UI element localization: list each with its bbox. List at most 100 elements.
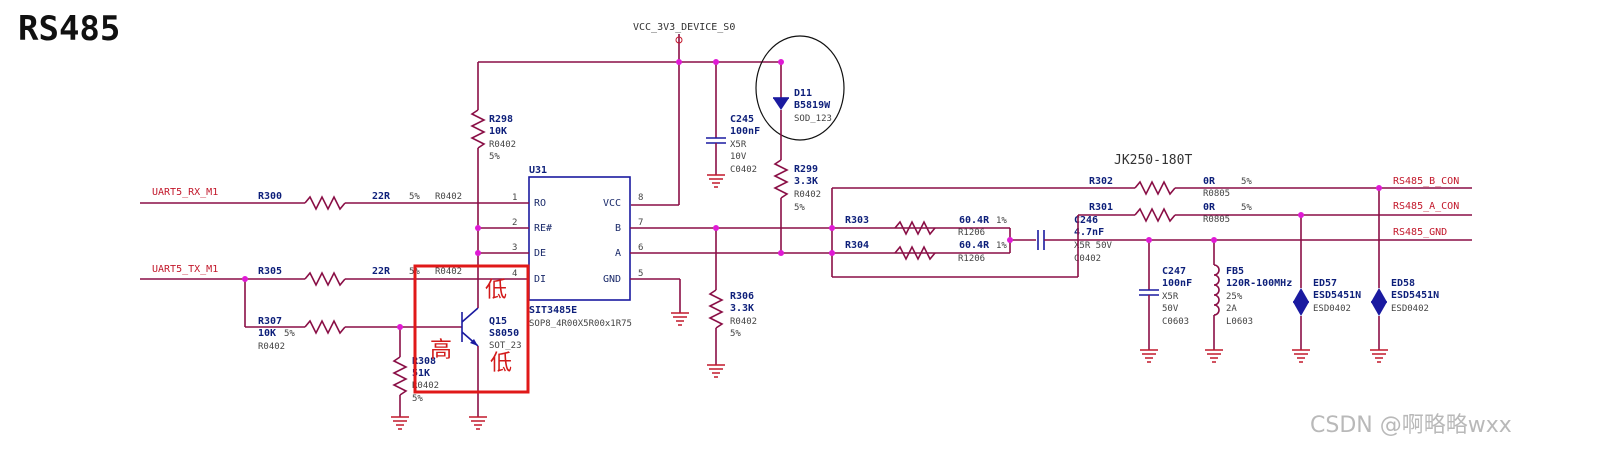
- resistor-r302: R302 0R 5% R0805: [1089, 176, 1472, 199]
- resistor-r307: R307 10K 5% R0402: [244, 279, 462, 352]
- value-label: S8050: [489, 328, 519, 339]
- tvs-ed58: ED58 ESD5451N ESD0402: [1371, 188, 1439, 350]
- pin-num: 6: [638, 243, 643, 253]
- pin-name: B: [615, 223, 621, 234]
- pin-num: 4: [512, 269, 517, 279]
- ref-label: R304: [845, 240, 869, 251]
- transistor-q15: Q15 S8050 SOT_23: [461, 253, 522, 417]
- ground-icon: [391, 174, 1388, 430]
- net-label-a-con: RS485_A_CON: [1393, 201, 1459, 212]
- ref-label: C246: [1074, 215, 1098, 226]
- resistor-r301: R301 0R 5% R0805: [1089, 202, 1472, 225]
- capacitor-c247: C247 100nF X5R 50V C0603: [1139, 240, 1192, 350]
- volt-label: 10V: [730, 152, 747, 162]
- value-label: 4.7nF: [1074, 227, 1104, 238]
- page-title: RS485: [18, 9, 120, 49]
- pkg-label: R0402: [435, 192, 462, 202]
- pkg-label: C0402: [730, 165, 757, 175]
- ref-label: R301: [1089, 202, 1113, 213]
- capacitor-c245: C245 100nF X5R 10V C0402: [706, 62, 760, 175]
- value-label: ESD5451N: [1391, 290, 1439, 301]
- pkg-label: R0402: [412, 381, 439, 391]
- value-label: 10K: [258, 328, 276, 339]
- ic-body: [528, 176, 631, 301]
- annotation-low-top: 低: [485, 278, 507, 303]
- pin-num: 2: [512, 218, 517, 228]
- tol-label: 25%: [1226, 292, 1243, 302]
- pkg-label: SOT_23: [489, 341, 522, 351]
- pkg-label: ESD0402: [1313, 304, 1351, 314]
- ref-label: R302: [1089, 176, 1113, 187]
- current-label: 2A: [1226, 304, 1237, 314]
- pkg-label: L0603: [1226, 317, 1253, 327]
- pkg-label: R0402: [258, 342, 285, 352]
- spec-label: X5R 50V: [1074, 241, 1113, 251]
- ref-label: D11: [794, 88, 812, 99]
- ref-label: C245: [730, 114, 754, 125]
- value-label: ESD5451N: [1313, 290, 1361, 301]
- tol-label: 5%: [284, 329, 295, 339]
- ref-label: R303: [845, 215, 869, 226]
- value-label: 22R: [372, 191, 391, 202]
- value-label: 10K: [489, 126, 507, 137]
- annotation-low-bottom: 低: [490, 351, 512, 376]
- pkg-label: R0402: [489, 140, 516, 150]
- value-label: B5819W: [794, 100, 831, 111]
- ref-label: FB5: [1226, 266, 1244, 277]
- highlight-circle: [755, 35, 845, 141]
- resistor-r306: R306 3.3K R0402 5%: [708, 228, 757, 365]
- ref-label: R300: [258, 191, 282, 202]
- pkg-label: R0402: [730, 317, 757, 327]
- ferrite-fb5: FB5 120R-100MHz 25% 2A L0603: [1213, 240, 1292, 350]
- pin-name: A: [615, 248, 621, 259]
- pin-name: DE: [534, 248, 546, 259]
- pin-name: RE#: [534, 223, 552, 234]
- junction-dots: [242, 59, 1382, 330]
- pkg-label: R0402: [435, 267, 462, 277]
- value-label: 100nF: [1162, 278, 1192, 289]
- tol-label: 5%: [794, 203, 805, 213]
- tol-label: 1%: [996, 241, 1007, 251]
- resistor-r298: R298 10K R0402 5%: [470, 62, 516, 253]
- ref-label: R306: [730, 291, 754, 302]
- connector-label: JK250-180T: [1114, 153, 1192, 168]
- ref-label: R305: [258, 266, 282, 277]
- watermark: CSDN @啊略略wxx: [1310, 413, 1512, 438]
- resistor-r304: R304 60.4R 1% R1206: [845, 240, 1007, 264]
- power-net-label: VCC_3V3_DEVICE_S0: [633, 22, 735, 33]
- value-label: 3.3K: [730, 303, 754, 314]
- pin-name: DI: [534, 274, 546, 285]
- pkg-label: ESD0402: [1391, 304, 1429, 314]
- pkg-label: R1206: [958, 254, 985, 264]
- pkg-label: SOD_123: [794, 114, 832, 124]
- resistor-r299: R299 3.3K R0402 5%: [773, 159, 821, 253]
- ref-label: R308: [412, 356, 436, 367]
- pkg-label: C0603: [1162, 317, 1189, 327]
- capacitor-c246: C246 4.7nF X5R 50V C0402: [1037, 215, 1472, 264]
- resistor-r303: R303 60.4R 1% R1206: [845, 215, 1007, 238]
- pkg-label: C0402: [1074, 254, 1101, 264]
- tol-label: 5%: [1241, 177, 1252, 187]
- pin-num: 1: [512, 193, 517, 203]
- power-net: VCC_3V3_DEVICE_S0: [478, 22, 781, 206]
- volt-label: 50V: [1162, 304, 1179, 314]
- value-label: 100nF: [730, 126, 760, 137]
- net-label-uart-tx: UART5_TX_M1: [152, 264, 218, 275]
- net-label-uart-rx: UART5_RX_M1: [152, 187, 218, 198]
- diode-d11: D11 B5819W SOD_123: [755, 35, 845, 160]
- value-label: 60.4R: [959, 240, 990, 251]
- pin-name: RO: [534, 198, 546, 209]
- ic-pkg: SOP8_4R00X5R00x1R75: [529, 319, 632, 329]
- pkg-label: R0402: [794, 190, 821, 200]
- ref-label: R298: [489, 114, 513, 125]
- tol-label: 5%: [489, 152, 500, 162]
- pin-name: GND: [603, 274, 621, 285]
- pin-num: 3: [512, 243, 517, 253]
- ref-label: ED58: [1391, 278, 1415, 289]
- ref-label: R299: [794, 164, 818, 175]
- ref-label: Q15: [489, 316, 507, 327]
- ic-ref: U31: [529, 165, 547, 176]
- value-label: 22R: [372, 266, 391, 277]
- tol-label: 5%: [1241, 203, 1252, 213]
